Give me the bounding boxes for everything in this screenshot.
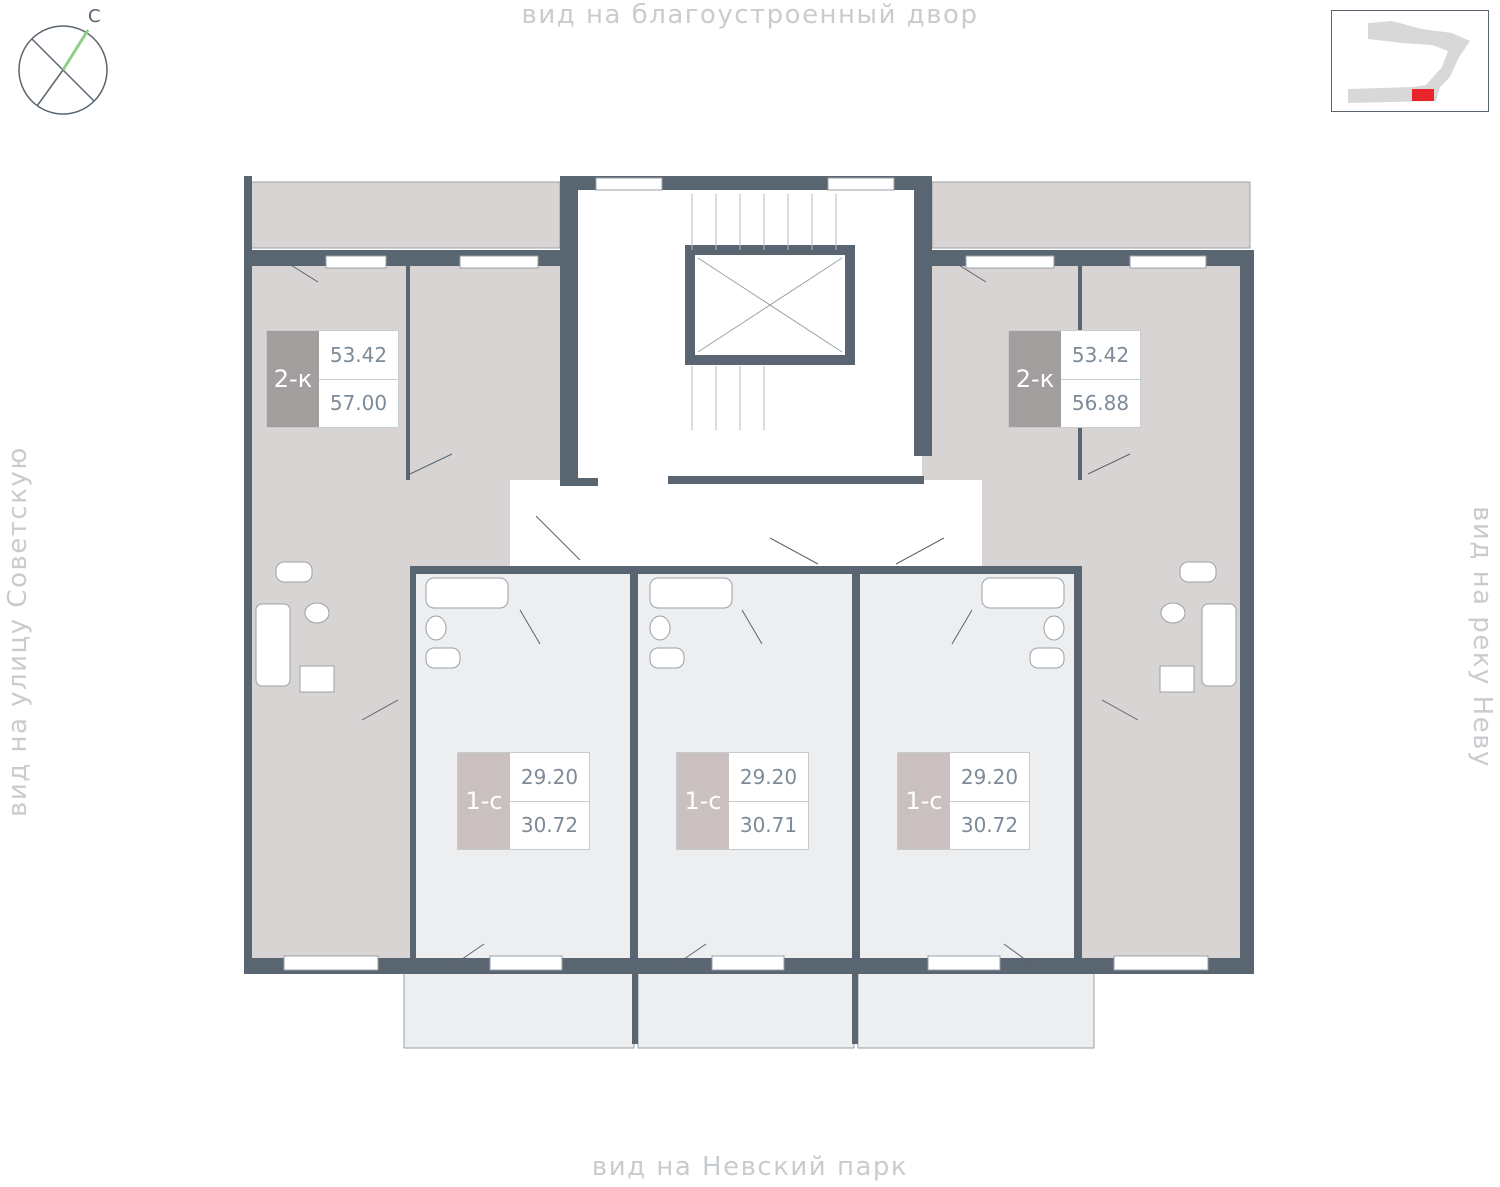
building-location-minimap [1331, 10, 1489, 112]
apartment-type: 2-к [267, 331, 319, 427]
apartment-total-area: 30.71 [739, 813, 798, 838]
apartment-badge-1c-3[interactable]: 1-с 29.20 30.72 [897, 752, 1030, 850]
corridor [510, 484, 980, 568]
view-label-bottom: вид на Невский парк [591, 1152, 909, 1182]
balcony-bottom-3 [857, 971, 1095, 1049]
compass-north-letter: С [88, 6, 101, 27]
apartment-type: 2-к [1009, 331, 1061, 427]
apartment-total-area: 30.72 [960, 813, 1019, 838]
apartment-living-area: 29.20 [729, 753, 808, 802]
apartment-living-area: 29.20 [950, 753, 1029, 802]
apartment-type: 1-с [458, 753, 510, 849]
door-swings [285, 261, 1139, 967]
view-label-top: вид на благоустроенный двор [521, 0, 979, 30]
apartment-badge-1c-2[interactable]: 1-с 29.20 30.71 [676, 752, 809, 850]
apartment-badge-1c-1[interactable]: 1-с 29.20 30.72 [457, 752, 590, 850]
elevator-icon [697, 257, 843, 353]
stairs-icon [691, 194, 837, 430]
apartment-total-area: 30.72 [520, 813, 579, 838]
apartment-total-area: 56.88 [1071, 391, 1130, 416]
windows [283, 177, 1209, 971]
balcony-top-right [931, 181, 1251, 249]
apartment-living-area: 53.42 [319, 331, 398, 380]
stairwell [578, 190, 914, 480]
apartment-total-area: 57.00 [329, 391, 388, 416]
minimap-building-icon [1348, 21, 1470, 103]
apartment-badge-2k-left[interactable]: 2-к 53.42 57.00 [266, 330, 399, 428]
apartment-type: 1-с [898, 753, 950, 849]
apartment-badge-2k-right[interactable]: 2-к 53.42 56.88 [1008, 330, 1141, 428]
compass-icon [18, 25, 108, 115]
apartment-living-area: 29.20 [510, 753, 589, 802]
balcony-top-left [249, 181, 561, 249]
bathroom-fixtures [255, 561, 1237, 693]
balcony-bottom-2 [637, 971, 855, 1049]
apartment-living-area: 53.42 [1061, 331, 1140, 380]
minimap-highlight-section [1412, 89, 1434, 101]
balcony-bottom-1 [403, 971, 635, 1049]
apartment-type: 1-с [677, 753, 729, 849]
